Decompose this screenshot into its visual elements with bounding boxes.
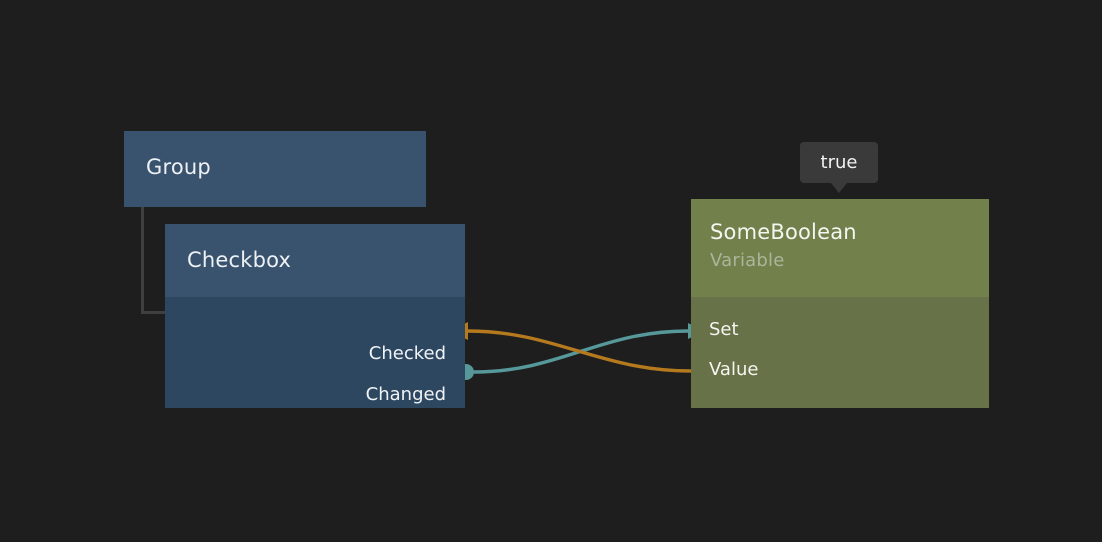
value-tooltip-tail xyxy=(831,183,847,193)
node-group[interactable]: Group xyxy=(124,131,426,207)
port-in-value[interactable]: Value xyxy=(709,359,759,380)
node-checkbox-header xyxy=(165,224,465,297)
port-in-set[interactable]: Set xyxy=(709,319,739,340)
group-child-bracket xyxy=(141,207,167,314)
node-checkbox[interactable]: Checkbox Checked Changed xyxy=(165,224,465,408)
node-someboolean[interactable]: SomeBoolean Variable Set Value xyxy=(691,199,989,408)
port-out-changed[interactable]: Changed xyxy=(365,384,446,405)
node-someboolean-header xyxy=(691,199,989,297)
port-out-checked[interactable]: Checked xyxy=(368,343,446,364)
node-someboolean-title: SomeBoolean xyxy=(710,220,857,244)
value-tooltip: true xyxy=(800,142,878,193)
edge-value-to-checked[interactable] xyxy=(467,329,692,373)
node-checkbox-title: Checkbox xyxy=(187,248,292,272)
node-group-title: Group xyxy=(146,155,211,179)
value-tooltip-label: true xyxy=(820,152,858,173)
node-someboolean-subtitle: Variable xyxy=(710,250,785,271)
